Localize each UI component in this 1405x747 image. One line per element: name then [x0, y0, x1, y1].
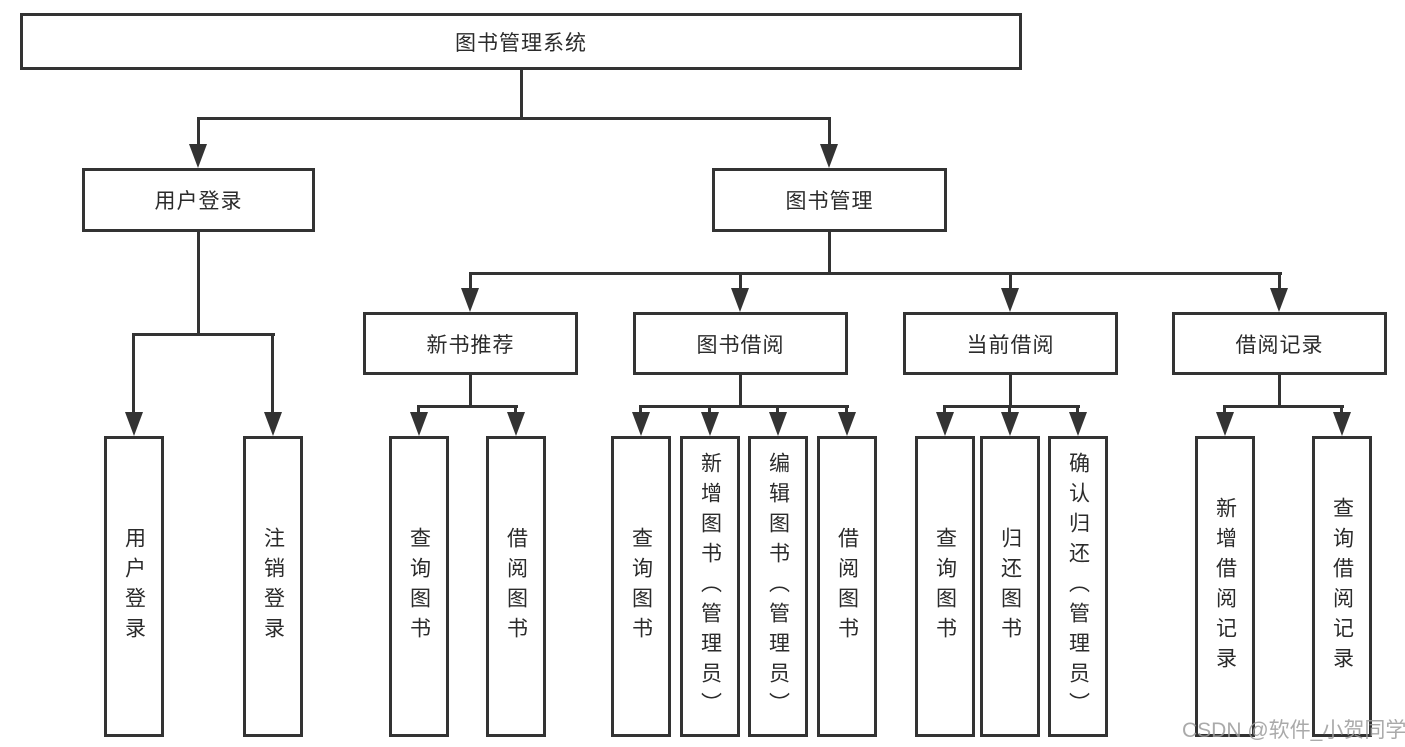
arrow-down-icon	[838, 412, 856, 436]
arrow-down-icon	[632, 412, 650, 436]
connector-line	[828, 232, 831, 275]
connector-line	[1009, 375, 1012, 408]
leaf-return-books: 归还图书	[980, 436, 1040, 737]
connector-line	[132, 333, 135, 415]
arrow-down-icon	[731, 288, 749, 312]
leaf-add-books-admin: 新增图书（管理员）	[680, 436, 740, 737]
leaf-query-borrow-record-label: 查询借阅记录	[1330, 496, 1354, 677]
connector-line	[639, 405, 849, 408]
leaf-confirm-return-admin-label: 确认归还（管理员）	[1066, 451, 1090, 722]
leaf-logout: 注销登录	[243, 436, 303, 737]
arrow-down-icon	[1001, 412, 1019, 436]
connector-line	[1278, 375, 1281, 408]
leaf-query-books-1: 查询图书	[389, 436, 449, 737]
leaf-query-books-2-label: 查询图书	[629, 526, 653, 647]
leaf-query-books-1-label: 查询图书	[407, 526, 431, 647]
leaf-logout-label: 注销登录	[261, 526, 285, 647]
connector-line	[1278, 272, 1281, 290]
connector-line	[943, 405, 946, 415]
arrow-down-icon	[769, 412, 787, 436]
connector-line	[828, 117, 831, 147]
connector-line	[1009, 272, 1012, 290]
leaf-edit-books-admin-label: 编辑图书（管理员）	[766, 451, 790, 722]
arrow-down-icon	[1216, 412, 1234, 436]
connector-line	[469, 375, 472, 408]
node-current-borrow-label: 当前借阅	[966, 333, 1055, 357]
connector-line	[739, 272, 742, 290]
connector-line	[1008, 405, 1011, 415]
connector-line	[1340, 405, 1343, 415]
connector-line	[1076, 405, 1079, 415]
node-new-book-recommend: 新书推荐	[363, 312, 578, 375]
node-book-management: 图书管理	[712, 168, 947, 232]
node-new-book-recommend-label: 新书推荐	[426, 333, 515, 357]
leaf-confirm-return-admin: 确认归还（管理员）	[1048, 436, 1108, 737]
arrow-down-icon	[701, 412, 719, 436]
connector-line	[1223, 405, 1344, 408]
arrow-down-icon	[264, 412, 282, 436]
connector-line	[417, 405, 420, 415]
leaf-user-login: 用户登录	[104, 436, 164, 737]
leaf-borrow-books-1: 借阅图书	[486, 436, 546, 737]
connector-line	[197, 232, 200, 335]
connector-line	[197, 117, 831, 120]
arrow-down-icon	[507, 412, 525, 436]
node-book-borrow: 图书借阅	[633, 312, 848, 375]
connector-line	[739, 375, 742, 408]
arrow-down-icon	[410, 412, 428, 436]
leaf-add-borrow-record-label: 新增借阅记录	[1213, 496, 1237, 677]
leaf-add-borrow-record: 新增借阅记录	[1195, 436, 1255, 737]
leaf-borrow-books-2-label: 借阅图书	[835, 526, 859, 647]
connector-line	[1223, 405, 1226, 415]
node-current-borrow: 当前借阅	[903, 312, 1118, 375]
connector-line	[132, 333, 275, 336]
connector-line	[520, 70, 523, 120]
connector-line	[469, 272, 472, 290]
arrow-down-icon	[1001, 288, 1019, 312]
connector-line	[708, 405, 711, 415]
arrow-down-icon	[1270, 288, 1288, 312]
arrow-down-icon	[1333, 412, 1351, 436]
connector-line	[776, 405, 779, 415]
leaf-user-login-label: 用户登录	[122, 526, 146, 647]
arrow-down-icon	[189, 144, 207, 168]
arrow-down-icon	[125, 412, 143, 436]
leaf-query-borrow-record: 查询借阅记录	[1312, 436, 1372, 737]
connector-line	[514, 405, 517, 415]
node-user-login: 用户登录	[82, 168, 315, 232]
csdn-watermark: CSDN @软件_小贺同学	[1182, 719, 1405, 742]
leaf-query-books-3-label: 查询图书	[933, 526, 957, 647]
connector-line	[271, 333, 274, 415]
node-root: 图书管理系统	[20, 13, 1022, 70]
connector-line	[417, 405, 518, 408]
connector-line	[469, 272, 1282, 275]
leaf-return-books-label: 归还图书	[998, 526, 1022, 647]
node-root-label: 图书管理系统	[455, 31, 587, 55]
leaf-query-books-3: 查询图书	[915, 436, 975, 737]
arrow-down-icon	[1069, 412, 1087, 436]
leaf-borrow-books-2: 借阅图书	[817, 436, 877, 737]
node-book-borrow-label: 图书借阅	[696, 333, 785, 357]
node-user-login-label: 用户登录	[154, 190, 243, 213]
connector-line	[845, 405, 848, 415]
leaf-query-books-2: 查询图书	[611, 436, 671, 737]
leaf-edit-books-admin: 编辑图书（管理员）	[748, 436, 808, 737]
arrow-down-icon	[936, 412, 954, 436]
connector-line	[639, 405, 642, 415]
connector-line	[197, 117, 200, 147]
connector-line	[943, 405, 1080, 408]
node-borrow-records-label: 借阅记录	[1235, 333, 1324, 357]
node-borrow-records: 借阅记录	[1172, 312, 1387, 375]
leaf-borrow-books-1-label: 借阅图书	[504, 526, 528, 647]
node-book-management-label: 图书管理	[785, 190, 874, 213]
arrow-down-icon	[820, 144, 838, 168]
arrow-down-icon	[461, 288, 479, 312]
leaf-add-books-admin-label: 新增图书（管理员）	[698, 451, 722, 722]
